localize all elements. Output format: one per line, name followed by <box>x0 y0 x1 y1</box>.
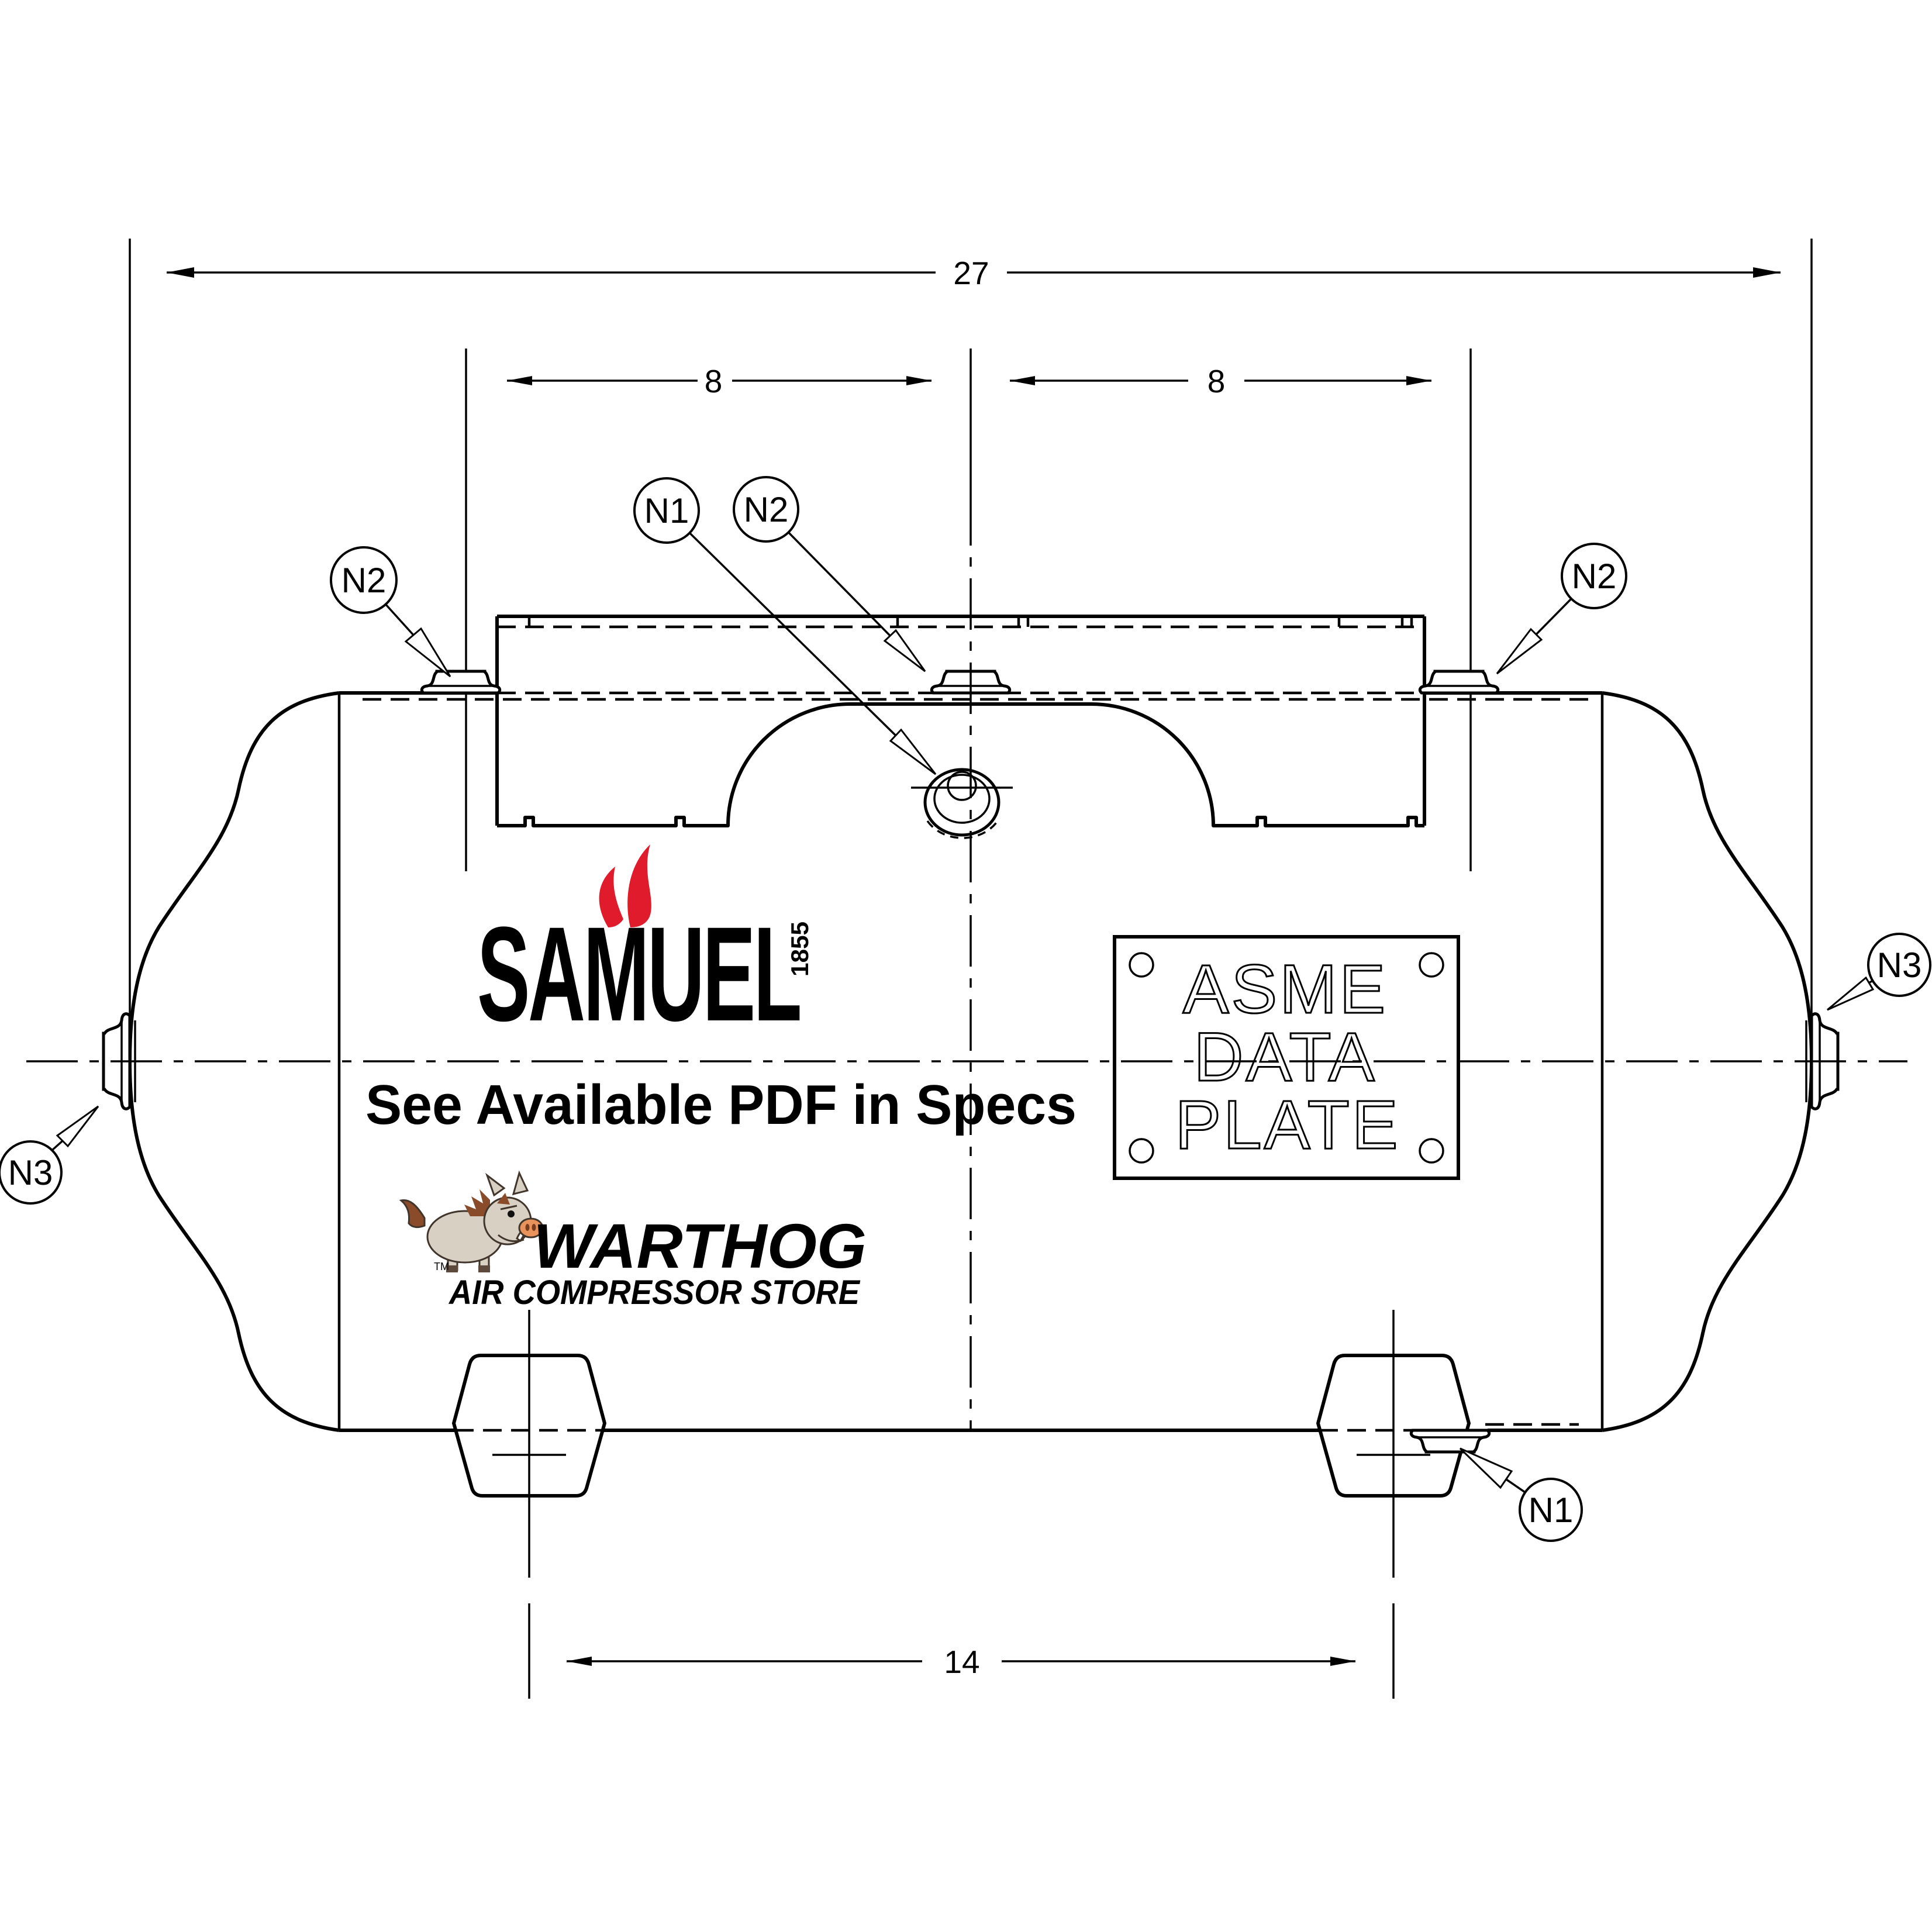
warthog-logo: TM WARTHOG AIR COMPRESSOR STORE <box>399 1170 867 1312</box>
callout-label: N1 <box>644 491 689 530</box>
asme-plate-line2: DATA <box>1193 1019 1376 1096</box>
asme-plate-line1: ASME <box>1183 951 1388 1028</box>
callout-label: N3 <box>1877 946 1922 985</box>
callout-n3-left: N3 <box>0 1140 63 1205</box>
callout-n1-top-center: N1 <box>633 477 700 544</box>
callout-n2-top-right: N2 <box>1561 543 1627 609</box>
tank-legs <box>452 1354 1471 1498</box>
dimension-8-left: 8 <box>507 363 932 399</box>
centerlines <box>26 494 1907 1430</box>
top-coupling-right <box>1418 670 1500 695</box>
callout-n2-top-center: N2 <box>733 476 799 543</box>
warthog-wordmark: WARTHOG <box>533 1210 867 1281</box>
callout-label: N2 <box>744 490 789 529</box>
bottom-drain-coupling <box>1409 1429 1491 1454</box>
dimension-8-right: 8 <box>1010 363 1431 399</box>
warthog-tm: TM <box>434 1261 449 1272</box>
samuel-logo: SAMUEL 1855 <box>477 844 813 1049</box>
callout-label: N2 <box>341 561 387 600</box>
saddle-weld-ticks <box>527 616 1413 627</box>
warthog-mascot-icon <box>399 1170 544 1272</box>
callout-label: N1 <box>1529 1491 1574 1530</box>
callout-label: N3 <box>8 1153 53 1192</box>
callout-label: N2 <box>1572 557 1617 596</box>
dim-port-spacing-left: 8 <box>705 363 723 399</box>
top-coupling-left <box>420 670 502 695</box>
dimension-27-overall: 27 <box>167 255 1781 291</box>
asme-plate-line3: PLATE <box>1175 1086 1400 1164</box>
callout-leaders <box>50 531 1875 1493</box>
warthog-subtitle: AIR COMPRESSOR STORE <box>448 1274 861 1312</box>
samuel-flame-icon <box>599 844 651 927</box>
tank-outline <box>127 691 1814 1432</box>
callout-n2-top-left: N2 <box>330 546 398 614</box>
callout-n1-bottom: N1 <box>1519 1478 1583 1542</box>
asme-data-plate: ASME DATA PLATE <box>1113 935 1460 1180</box>
dim-overall-length: 27 <box>953 255 989 291</box>
callout-n3-right: N3 <box>1867 933 1931 997</box>
samuel-logo-year: 1855 <box>786 922 813 977</box>
dim-leg-spacing: 14 <box>944 1644 979 1680</box>
spec-note-text: See Available PDF in Specs <box>365 1074 1077 1136</box>
dimension-14-legs: 14 <box>567 1644 1355 1680</box>
center-port-coupling <box>911 768 1013 839</box>
dim-port-spacing-right: 8 <box>1208 363 1226 399</box>
callout-bubbles: N2 N1 N2 N2 N3 N3 N1 <box>0 476 1931 1542</box>
